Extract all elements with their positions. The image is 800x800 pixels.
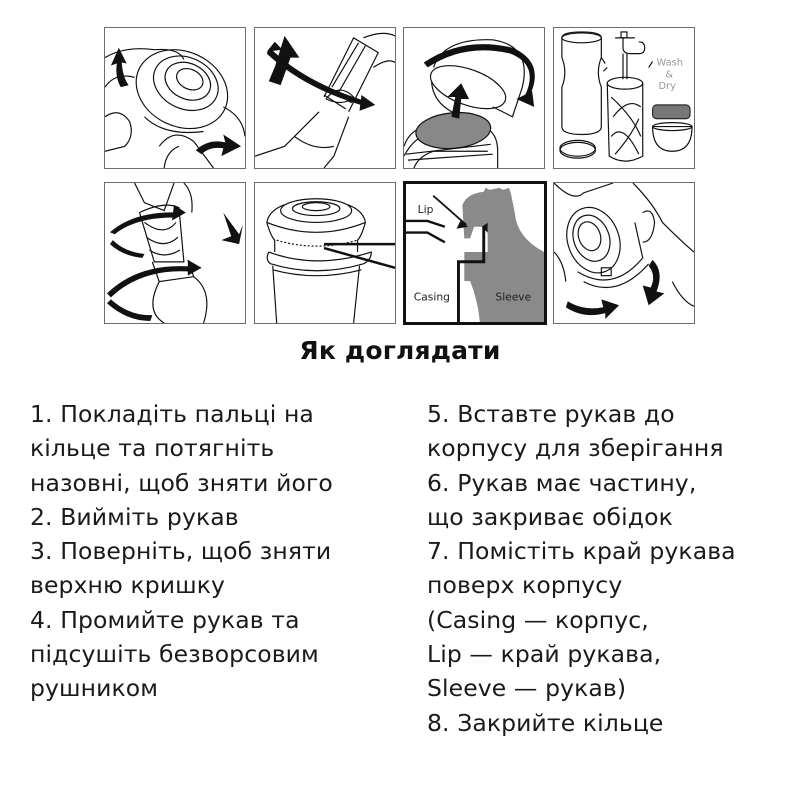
instruction-line: корпусу для зберігання [427, 434, 724, 463]
illustration-step-3-twist-lid [403, 27, 545, 169]
wash-label: Wash [657, 57, 684, 68]
twist-remove-sleeve-icon [255, 32, 395, 168]
lip-label: Lip [418, 203, 434, 216]
instruction-line: 6. Рукав має частину, [427, 468, 697, 497]
instruction-line: рушником [30, 674, 159, 703]
cross-section-icon: Lip Casing Sleeve [406, 187, 544, 322]
close-ring-icon [554, 183, 694, 320]
illustration-step-1-pull-ring [104, 27, 246, 169]
instruction-line: 1. Покладіть пальці на [30, 400, 314, 428]
instruction-line: 8. Закрийте кільце [427, 708, 664, 737]
instruction-line: верхню кришку [30, 571, 226, 600]
twist-off-lid-icon [404, 39, 535, 168]
illustration-step-7-cross-section: Lip Casing Sleeve [403, 181, 547, 325]
instruction-line: Lip — край рукава, [427, 640, 662, 669]
instruction-line: 4. Промийте рукав та [30, 605, 300, 634]
ampersand-label: & [665, 69, 673, 80]
illustration-step-6-sleeve-covers-lip [254, 182, 396, 324]
insert-sleeve-icon [106, 183, 244, 323]
sleeve-label: Sleeve [495, 291, 531, 304]
instruction-line: підсушіть безворсовим [30, 640, 319, 669]
instruction-line: (Casing — корпус, [427, 605, 649, 634]
instruction-line: кільце та потягніть [30, 434, 275, 463]
instructions-left-column: 1. Покладіть пальці на кільце та потягні… [30, 397, 410, 706]
instruction-line: 5. Вставте рукав до [427, 400, 675, 428]
hand-pull-ring-icon [105, 47, 245, 168]
instruction-line: 7. Помістіть край рукава [427, 537, 736, 566]
instruction-line: 3. Поверніть, щоб зняти [30, 537, 332, 566]
instruction-line: що закриває обідок [427, 502, 673, 531]
casing-label: Casing [414, 291, 450, 304]
instructions-right-column: 5. Вставте рукав до корпусу для зберіган… [427, 397, 797, 740]
illustration-step-8-close-ring [553, 182, 695, 324]
dry-label: Dry [659, 81, 677, 92]
instruction-line: назовні, щоб зняти його [30, 468, 333, 497]
wash-dry-icon: Wash & Dry [559, 31, 693, 162]
illustration-step-5-insert-sleeve [104, 182, 246, 324]
instruction-line: Sleeve — рукав) [427, 674, 627, 703]
illustration-step-2-remove-sleeve [254, 27, 396, 169]
bottle-cap-detail-icon [266, 198, 395, 323]
page-title: Як доглядати [299, 336, 501, 365]
illustration-step-4-wash-dry: Wash & Dry [553, 27, 695, 169]
instruction-line: поверх корпусу [427, 571, 623, 600]
instruction-line: 2. Вийміть рукав [30, 502, 239, 531]
